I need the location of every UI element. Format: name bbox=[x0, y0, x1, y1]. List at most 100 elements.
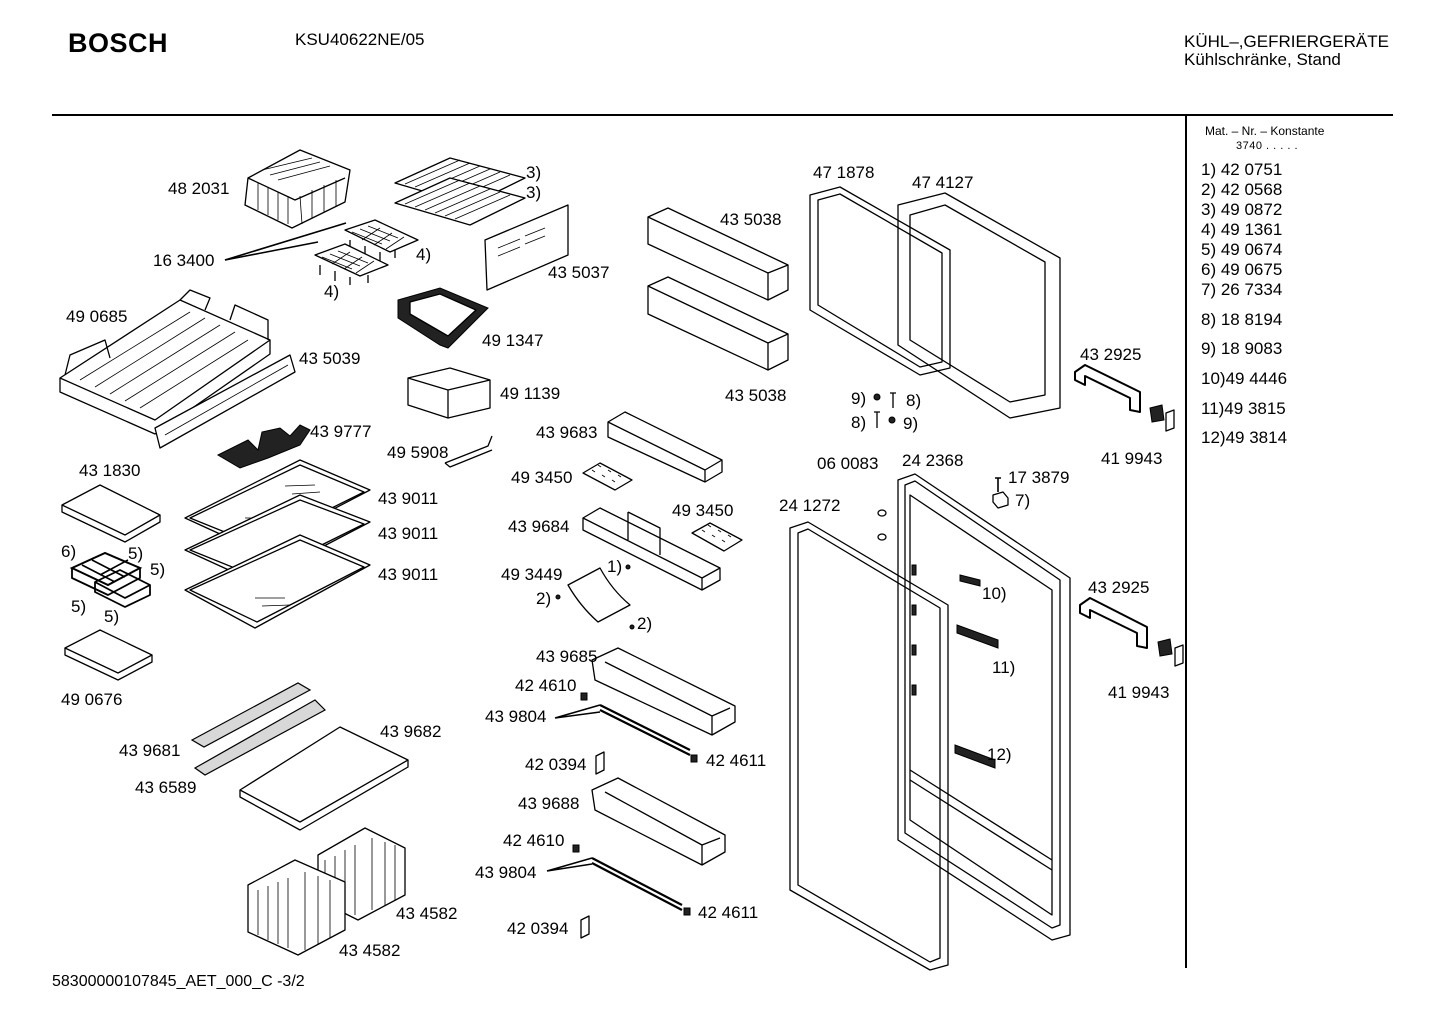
part-label: 42 4610 bbox=[503, 831, 564, 850]
part-label: 43 9011 bbox=[378, 565, 438, 584]
material-number-item: 8) 18 8194 bbox=[1201, 310, 1283, 329]
material-number-item: 1) 42 0751 bbox=[1201, 160, 1283, 179]
part-label: 2) bbox=[536, 589, 551, 608]
material-number-item: 5) 49 0674 bbox=[1201, 240, 1283, 259]
part-label: 42 4611 bbox=[698, 903, 758, 922]
part-label: 10) bbox=[982, 584, 1007, 603]
part-label: 4) bbox=[416, 245, 431, 264]
part-label: 2) bbox=[637, 614, 652, 633]
part-label: 06 0083 bbox=[817, 454, 878, 473]
side-panel-heading: Mat. – Nr. – Konstante bbox=[1205, 124, 1325, 138]
strip-drawing bbox=[154, 354, 296, 449]
fridge-gasket-drawing bbox=[789, 521, 949, 971]
hinge-drawing bbox=[1149, 404, 1165, 423]
bottom-tray-drawing bbox=[64, 629, 153, 674]
brand-logo: BOSCH bbox=[68, 28, 169, 58]
grille-drawing bbox=[394, 157, 526, 226]
material-number-item: 3) 49 0872 bbox=[1201, 200, 1283, 219]
part-label: 43 9804 bbox=[475, 863, 536, 882]
part-label: 43 6589 bbox=[135, 778, 196, 797]
flap-drawing bbox=[567, 567, 631, 623]
part-label: 7) bbox=[1015, 491, 1030, 510]
part-label: 49 5908 bbox=[387, 443, 448, 462]
category-subtitle: Kühlschränke, Stand bbox=[1184, 50, 1341, 69]
part-label: 43 9804 bbox=[485, 707, 546, 726]
clip-part-drawing bbox=[580, 692, 588, 701]
egg-rack-drawing bbox=[69, 551, 151, 608]
part-label: 41 9943 bbox=[1101, 449, 1162, 468]
large-drawer-drawing bbox=[59, 289, 271, 435]
part-label: 3) bbox=[526, 183, 541, 202]
part-label: 47 4127 bbox=[912, 173, 973, 192]
part-label: 49 3449 bbox=[501, 565, 562, 584]
part-label: 49 3450 bbox=[672, 501, 733, 520]
door-shelf-drawing bbox=[647, 207, 789, 371]
glass-shelf-drawing bbox=[184, 459, 371, 629]
part-label: 49 1347 bbox=[482, 331, 543, 350]
part-label: 42 0394 bbox=[507, 919, 568, 938]
part-label: 42 0394 bbox=[525, 755, 586, 774]
part-label: 43 5037 bbox=[548, 263, 609, 282]
header-divider bbox=[52, 114, 1393, 116]
part-label: 43 5039 bbox=[299, 349, 360, 368]
part-label: 49 0676 bbox=[61, 690, 122, 709]
part-label: 43 9011 bbox=[378, 489, 438, 508]
part-label: 8) bbox=[906, 391, 921, 410]
part-drawings bbox=[59, 149, 1184, 971]
material-number-item: 4) 49 1361 bbox=[1201, 220, 1283, 239]
material-number-item: 12)49 3814 bbox=[1201, 428, 1288, 447]
part-label: 43 4582 bbox=[396, 904, 457, 923]
part-label: 43 9681 bbox=[119, 741, 180, 760]
door-balcony-drawing bbox=[591, 647, 736, 866]
part-label: 5) bbox=[128, 544, 143, 563]
ice-box-drawing bbox=[244, 149, 351, 229]
part-label: 48 2031 bbox=[168, 179, 229, 198]
part-label: 49 1139 bbox=[500, 384, 560, 403]
part-label: 16 3400 bbox=[153, 251, 214, 270]
part-label: 41 9943 bbox=[1108, 683, 1169, 702]
part-label: 43 1830 bbox=[79, 461, 140, 480]
part-label: 3) bbox=[526, 163, 541, 182]
small-tray-drawing bbox=[61, 484, 161, 536]
part-label: 9) bbox=[903, 414, 918, 433]
crisper-drawer-drawing bbox=[247, 827, 406, 956]
freezer-door-drawing bbox=[809, 186, 1061, 419]
side-panel-constant: 3740 . . . . . bbox=[1236, 140, 1299, 152]
material-number-item: 7) 26 7334 bbox=[1201, 280, 1283, 299]
part-label: 42 4611 bbox=[706, 751, 766, 770]
part-label: 43 5038 bbox=[725, 386, 786, 405]
material-number-item: 9) 18 9083 bbox=[1201, 339, 1283, 358]
material-number-item: 10)49 4446 bbox=[1201, 369, 1288, 388]
document-id: 58300000107845_AET_000_C -3/2 bbox=[52, 973, 305, 990]
part-label: 43 9688 bbox=[518, 794, 579, 813]
trim-strip-drawing bbox=[599, 704, 691, 756]
leader-lines bbox=[224, 222, 601, 872]
vent-grille-drawing bbox=[190, 682, 312, 748]
fridge-door-drawing bbox=[897, 473, 1071, 941]
part-label: 43 4582 bbox=[339, 941, 400, 960]
part-label: 43 9683 bbox=[536, 423, 597, 442]
part-label: 17 3879 bbox=[1008, 468, 1069, 487]
part-label: 1) bbox=[607, 557, 622, 576]
part-label: 9) bbox=[851, 389, 866, 408]
part-label: 5) bbox=[71, 597, 86, 616]
part-label: 43 9777 bbox=[310, 422, 371, 441]
part-label: 8) bbox=[851, 413, 866, 432]
side-panel-divider bbox=[1185, 116, 1187, 968]
part-label: 43 9682 bbox=[380, 722, 441, 741]
panel-drawing bbox=[484, 204, 569, 291]
part-label: 24 1272 bbox=[779, 496, 840, 515]
part-label: 24 2368 bbox=[902, 451, 963, 470]
part-label: 42 4610 bbox=[515, 676, 576, 695]
part-label: 43 2925 bbox=[1088, 578, 1149, 597]
part-label: 5) bbox=[150, 560, 165, 579]
part-label: 43 2925 bbox=[1080, 345, 1141, 364]
part-label: 43 9684 bbox=[508, 517, 569, 536]
part-label: 4) bbox=[324, 282, 339, 301]
ice-tray-drawing bbox=[314, 219, 419, 285]
model-number: KSU40622NE/05 bbox=[295, 30, 425, 49]
egg-holder-drawing bbox=[582, 462, 633, 491]
part-label: 49 0685 bbox=[66, 307, 127, 326]
part-label: 12) bbox=[987, 745, 1012, 764]
part-label: 43 9011 bbox=[378, 524, 438, 543]
